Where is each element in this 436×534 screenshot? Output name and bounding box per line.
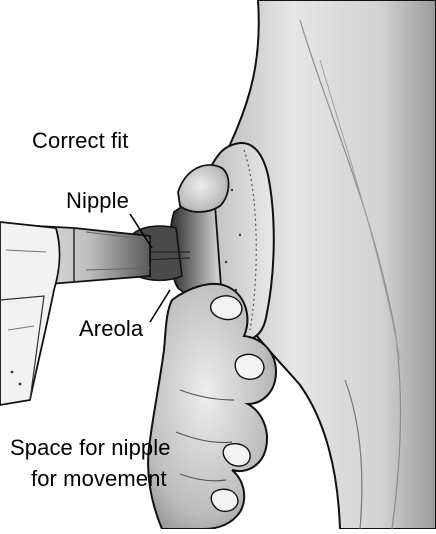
pump-body	[0, 222, 60, 405]
areola-label: Areola	[79, 316, 143, 342]
title-label: Correct fit	[32, 128, 128, 154]
thumb	[178, 165, 229, 212]
space-label-line-1: Space for nipple	[10, 435, 171, 461]
space-label-line-2: for movement	[31, 466, 167, 492]
nipple-label: Nipple	[66, 188, 129, 214]
